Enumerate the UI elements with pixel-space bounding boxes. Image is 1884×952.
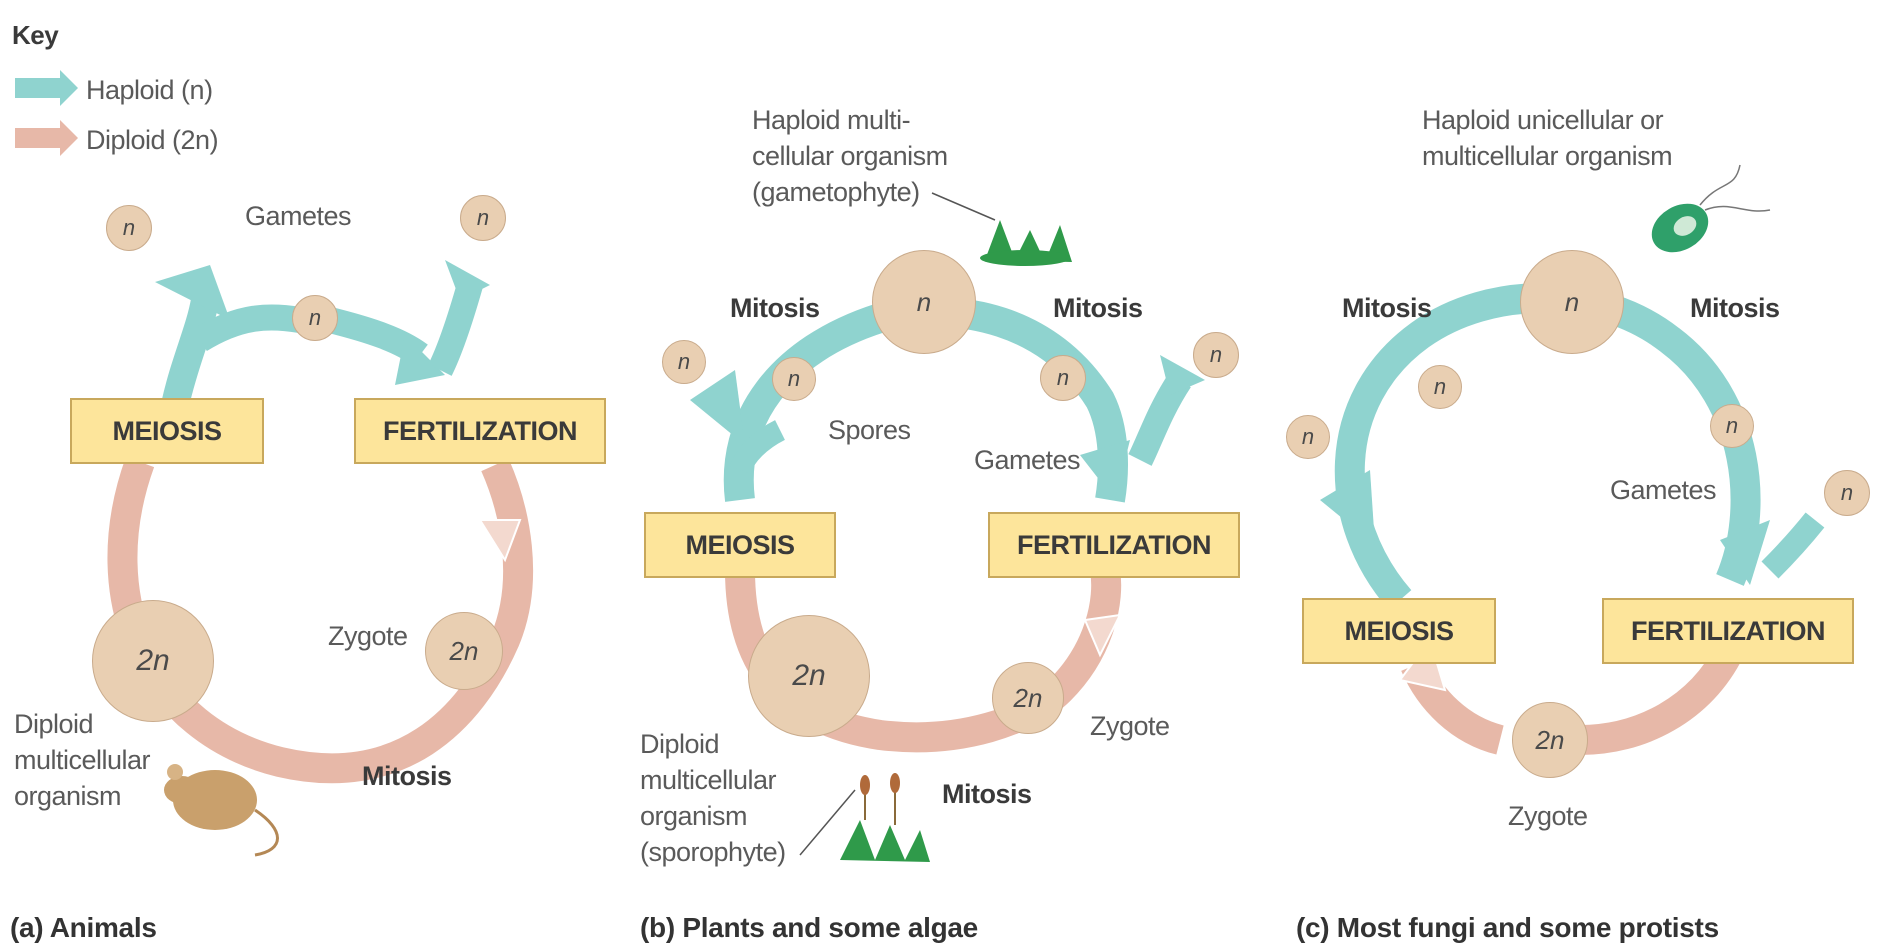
fertilization-box: FERTILIZATION (988, 512, 1240, 578)
meiosis-box: MEIOSIS (1302, 598, 1496, 664)
organism-label-line3: organism (14, 780, 121, 813)
key-haploid-swatch (15, 70, 78, 106)
gametophyte-illustration (980, 220, 1072, 266)
haploid-organism-label-line1: Haploid unicellular or (1422, 104, 1663, 137)
gametophyte-label-line3: (gametophyte) (752, 176, 920, 209)
sporophyte-label-line4: (sporophyte) (640, 836, 786, 869)
gamete-cell: n (292, 295, 338, 341)
sporophyte-label-line3: organism (640, 800, 747, 833)
zygote-cell: 2n (992, 662, 1064, 734)
zygote-label: Zygote (1508, 800, 1588, 833)
key-haploid-label: Haploid (n) (86, 74, 213, 107)
panel-c-cycle (1320, 298, 1815, 740)
gametophyte-label-line1: Haploid multi- (752, 104, 910, 137)
sporophyte-cell: 2n (748, 615, 870, 737)
spores-label: Spores (828, 414, 911, 447)
gamete-cell: n (1193, 332, 1239, 378)
gametophyte-cell: n (872, 250, 976, 354)
mitosis-left-label: Mitosis (730, 292, 820, 325)
key-title: Key (12, 20, 58, 52)
panel-b-caption: (b) Plants and some algae (640, 912, 978, 944)
gametes-label: Gametes (974, 444, 1080, 477)
zygote-label: Zygote (328, 620, 408, 653)
sporophyte-label-line2: multicellular (640, 764, 776, 797)
gametophyte-pointer (932, 193, 995, 220)
organism-label-line2: multicellular (14, 744, 150, 777)
gamete-cell: n (1824, 470, 1870, 516)
protist-illustration (1643, 165, 1770, 262)
spore-cell: n (1286, 415, 1330, 459)
organism-label-line1: Diploid (14, 708, 93, 741)
gametes-label: Gametes (1610, 474, 1716, 507)
spore-cell: n (772, 357, 816, 401)
key-diploid-label: Diploid (2n) (86, 124, 218, 157)
mitosis-right-label: Mitosis (1690, 292, 1780, 325)
meiosis-box: MEIOSIS (70, 398, 264, 464)
gamete-cell: n (106, 205, 152, 251)
mitosis-label: Mitosis (362, 760, 452, 793)
zygote-label: Zygote (1090, 710, 1170, 743)
zygote-cell: 2n (425, 612, 503, 690)
mitosis-left-label: Mitosis (1342, 292, 1432, 325)
sporophyte-pointer (800, 790, 855, 855)
haploid-organism-label-line2: multicellular organism (1422, 140, 1672, 173)
sporophyte-illustration (840, 773, 930, 862)
mitosis-right-label: Mitosis (1053, 292, 1143, 325)
fertilization-box: FERTILIZATION (354, 398, 606, 464)
diploid-organism-cell: 2n (92, 600, 214, 722)
gamete-cell: n (460, 195, 506, 241)
gamete-cell: n (1710, 404, 1754, 448)
panel-a-caption: (a) Animals (10, 912, 157, 944)
mouse-illustration (164, 764, 278, 855)
fertilization-box: FERTILIZATION (1602, 598, 1854, 664)
panel-c-caption: (c) Most fungi and some protists (1296, 912, 1719, 944)
gamete-cell: n (1040, 355, 1086, 401)
sporophyte-label-line1: Diploid (640, 728, 719, 761)
zygote-cell: 2n (1512, 702, 1588, 778)
spore-cell: n (662, 340, 706, 384)
spore-cell: n (1418, 365, 1462, 409)
haploid-organism-cell: n (1520, 250, 1624, 354)
mitosis-bottom-label: Mitosis (942, 778, 1032, 811)
gametes-label: Gametes (245, 200, 351, 233)
gametophyte-label-line2: cellular organism (752, 140, 948, 173)
key-diploid-swatch (15, 120, 78, 156)
meiosis-box: MEIOSIS (644, 512, 836, 578)
